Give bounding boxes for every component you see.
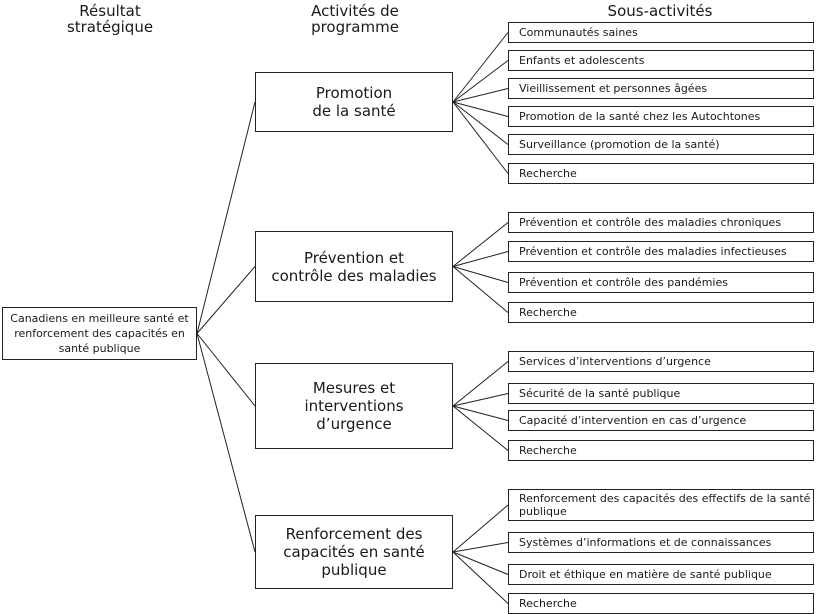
sub-activity: Prévention et contrôle des pandémies: [508, 272, 814, 293]
sub-activity: Promotion de la santé chez les Autochton…: [508, 106, 814, 127]
header-sous-activites: Sous-activités: [607, 2, 713, 20]
sub-connector: [452, 251, 509, 267]
sub-activity: Recherche: [508, 163, 814, 184]
sub-connector: [452, 551, 509, 604]
root-label: Canadiens en meilleure santé et renforce…: [10, 312, 189, 355]
sub-activity: Droit et éthique en matière de santé pub…: [508, 564, 814, 585]
program-label: Prévention et contrôle des maladies: [271, 248, 437, 285]
sub-connector: [452, 542, 509, 553]
program-label: Renforcement des capacités en santé publ…: [283, 525, 425, 579]
sub-activity: Vieillissement et personnes âgées: [508, 78, 814, 99]
sub-activity-label: Vieillissement et personnes âgées: [519, 81, 708, 95]
program-box-2: Prévention et contrôle des maladies: [255, 231, 453, 302]
root-connector: [196, 101, 256, 334]
sub-activity-label: Sécurité de la santé publique: [519, 386, 681, 400]
sub-connector: [452, 405, 509, 451]
sub-activity-label: Recherche: [519, 596, 577, 610]
sub-activity: Services d’interventions d’urgence: [508, 351, 814, 372]
sub-activity-label: Droit et éthique en matière de santé pub…: [519, 567, 772, 581]
program-box-1: Promotion de la santé: [255, 72, 453, 132]
sub-connector: [452, 32, 509, 103]
sub-connector: [452, 101, 509, 174]
sub-activity: Recherche: [508, 302, 814, 323]
sub-activity: Renforcement des capacités des effectifs…: [508, 489, 814, 521]
program-label: Mesures et interventions d’urgence: [304, 379, 404, 433]
sub-activity-label: Prévention et contrôle des pandémies: [519, 275, 728, 289]
sub-activity: Enfants et adolescents: [508, 50, 814, 71]
header-activites: Activités de programme: [311, 2, 399, 36]
program-box-3: Mesures et interventions d’urgence: [255, 363, 453, 449]
sub-activity: Surveillance (promotion de la santé): [508, 134, 814, 155]
sub-activity: Systèmes d’informations et de connaissan…: [508, 532, 814, 553]
sub-activity-label: Renforcement des capacités des effectifs…: [519, 492, 811, 518]
sub-activity-label: Recherche: [519, 443, 577, 457]
header-resultat: Résultat stratégique: [66, 2, 154, 36]
sub-activity-label: Promotion de la santé chez les Autochton…: [519, 109, 761, 123]
sub-connector: [452, 266, 509, 313]
sub-activity-label: Systèmes d’informations et de connaissan…: [519, 535, 772, 549]
sub-activity-label: Services d’interventions d’urgence: [519, 354, 711, 368]
sub-connector: [452, 393, 509, 407]
sub-connector: [452, 88, 509, 103]
sub-activity-label: Prévention et contrôle des maladies chro…: [519, 215, 782, 229]
sub-activity: Recherche: [508, 440, 814, 461]
sub-activity-label: Enfants et adolescents: [519, 53, 645, 67]
sub-activity: Prévention et contrôle des maladies chro…: [508, 212, 814, 233]
sub-activity: Sécurité de la santé publique: [508, 383, 814, 404]
sub-activity-label: Surveillance (promotion de la santé): [519, 137, 720, 151]
program-box-4: Renforcement des capacités en santé publ…: [255, 515, 453, 589]
sub-activity: Prévention et contrôle des maladies infe…: [508, 241, 814, 262]
sub-connector: [452, 405, 509, 421]
sub-connector: [452, 504, 509, 553]
sub-connector: [452, 101, 509, 145]
sub-connector: [452, 60, 509, 103]
sub-connector: [452, 222, 509, 267]
sub-activity-label: Capacité d’intervention en cas d’urgence: [519, 413, 747, 427]
sub-activity: Capacité d’intervention en cas d’urgence: [508, 410, 814, 431]
sub-connector: [452, 266, 509, 283]
root-connector: [196, 266, 256, 334]
sub-connector: [452, 551, 509, 575]
root-connector: [196, 333, 256, 407]
root-node: Canadiens en meilleure santé et renforce…: [2, 307, 197, 360]
root-connector: [196, 333, 256, 553]
program-label: Promotion de la santé: [312, 84, 396, 120]
sub-activity-label: Communautés saines: [519, 25, 638, 39]
sub-connector: [452, 101, 509, 117]
sub-activity-label: Recherche: [519, 305, 577, 319]
sub-connector: [452, 361, 509, 407]
sub-activity: Recherche: [508, 593, 814, 614]
sub-activity-label: Prévention et contrôle des maladies infe…: [519, 244, 787, 258]
sub-activity-label: Recherche: [519, 166, 577, 180]
sub-activity: Communautés saines: [508, 22, 814, 43]
